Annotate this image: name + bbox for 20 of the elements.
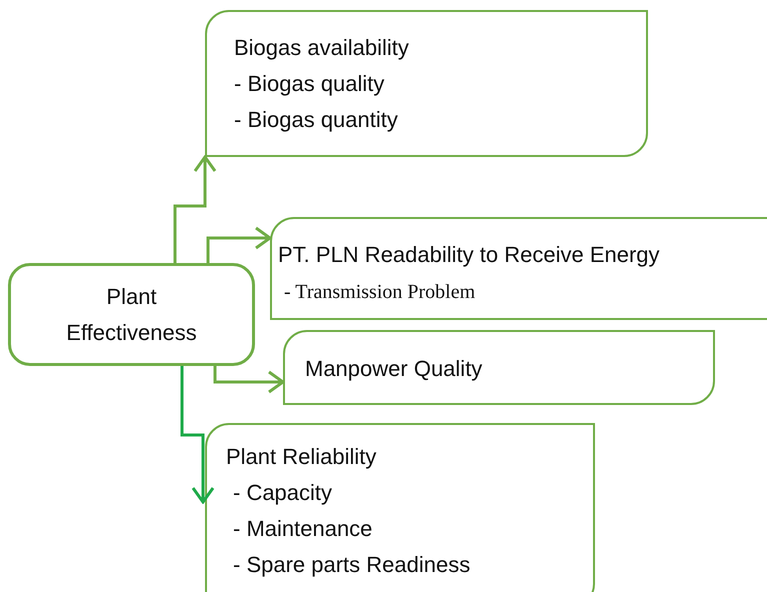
arrow <box>180 366 214 504</box>
rounded-box <box>8 263 255 366</box>
box-heading: Manpower Quality <box>305 356 482 382</box>
rounded-box <box>205 10 648 157</box>
rounded-box <box>283 330 715 405</box>
list-item: - Biogas quantity <box>234 107 398 133</box>
rounded-box <box>205 423 595 592</box>
arrow <box>206 226 272 263</box>
rounded-box <box>270 217 767 320</box>
box-heading: Biogas availability <box>234 35 409 61</box>
list-item: - Transmission Problem <box>284 280 476 305</box>
arrow <box>174 156 216 263</box>
box-heading: PT. PLN Readability to Receive Energy <box>278 242 660 268</box>
box-heading: Plant Reliability <box>226 444 376 470</box>
arrow <box>214 366 284 394</box>
list-item: - Maintenance <box>233 516 372 542</box>
list-item: - Capacity <box>233 480 332 506</box>
list-item: - Spare parts Readiness <box>233 552 470 578</box>
list-item: - Biogas quality <box>234 71 384 97</box>
box-heading: Plant Effectiveness <box>65 282 198 346</box>
